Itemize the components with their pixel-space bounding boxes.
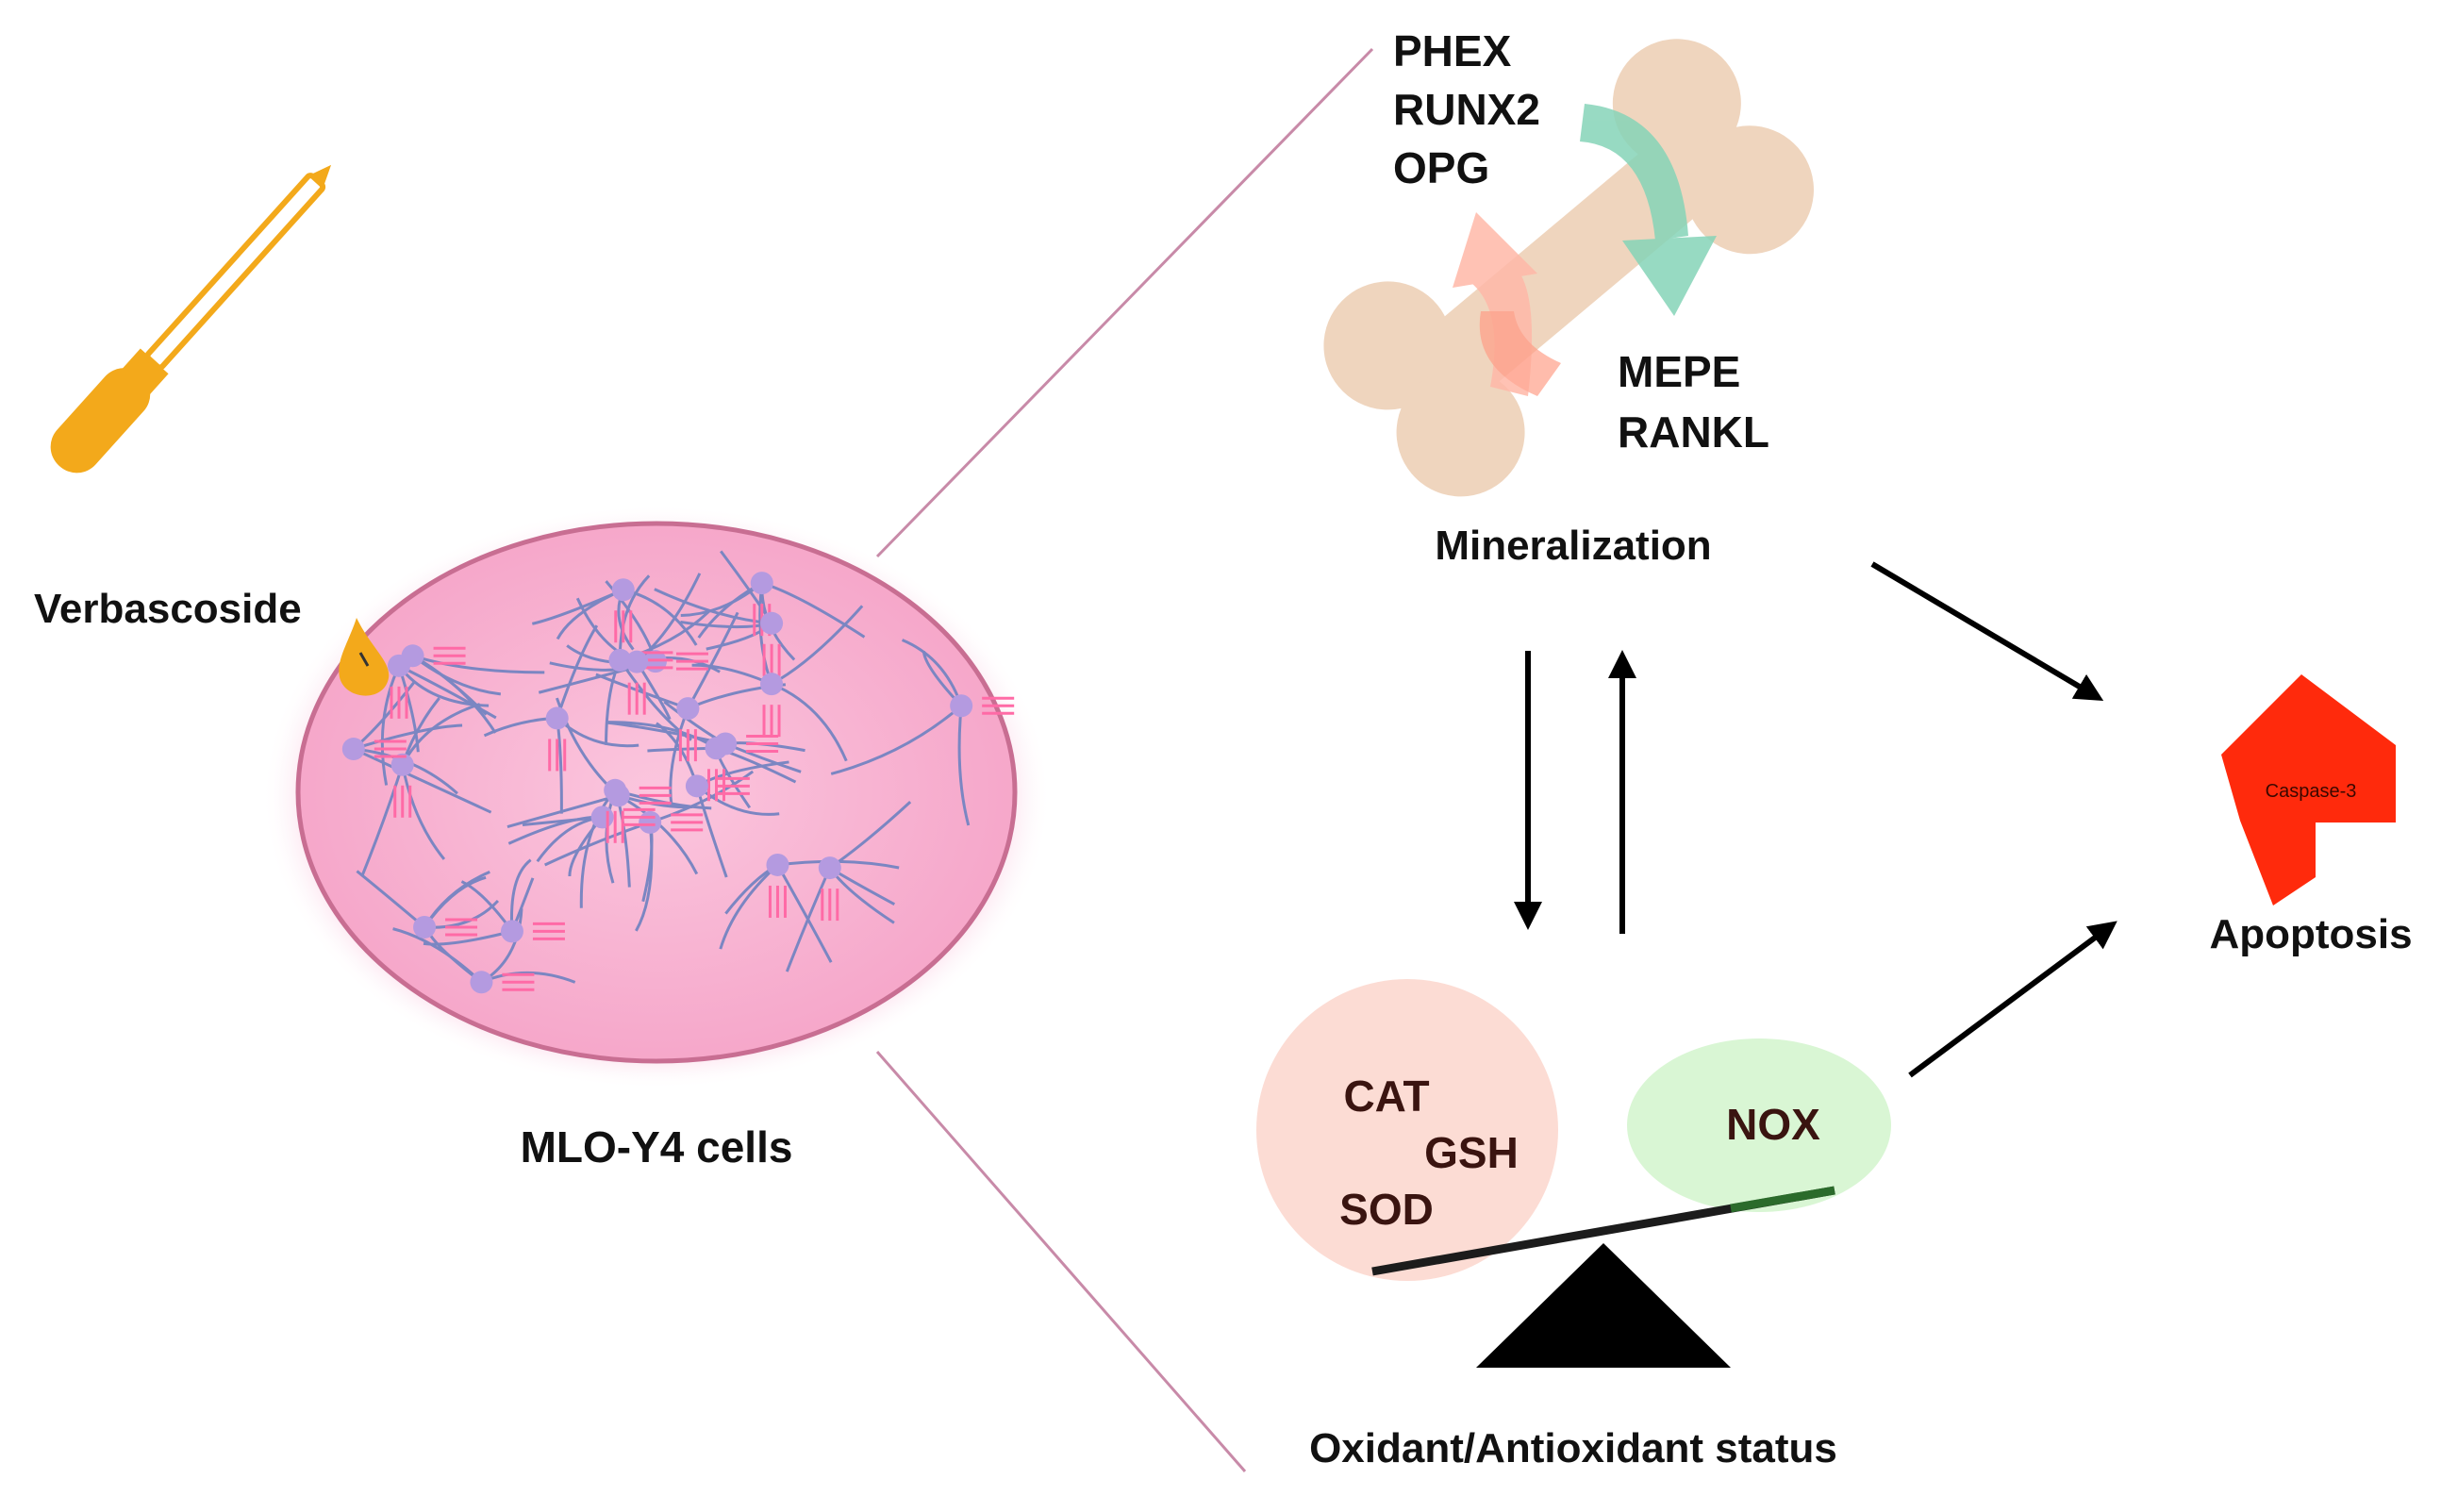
- cell-nucleus: [818, 856, 841, 880]
- cell-process: [830, 705, 963, 775]
- cell-process: [506, 793, 620, 828]
- dropper-icon: [50, 164, 332, 474]
- cell-process: [544, 821, 651, 867]
- mineralization-label: Mineralization: [1435, 523, 1711, 569]
- cell-nucleus: [639, 810, 662, 834]
- antioxidant-1: GSH: [1424, 1128, 1519, 1177]
- cell-nucleus: [950, 694, 973, 718]
- oxidant-label: NOX: [1726, 1100, 1820, 1149]
- cell-process: [380, 665, 401, 786]
- cell-process: [412, 654, 545, 674]
- cell-process: [595, 673, 689, 710]
- cell-nucleus: [470, 971, 493, 994]
- cell-nucleus: [750, 572, 773, 595]
- cell-process: [776, 864, 833, 963]
- cell-process: [957, 706, 971, 826]
- petri-dish: [262, 505, 1051, 1089]
- apoptosis-label: Apoptosis: [2209, 911, 2412, 957]
- cell-process: [687, 611, 739, 709]
- verbascoside-label: Verbascoside: [34, 586, 302, 632]
- cell-process: [531, 588, 624, 625]
- cell-nucleus: [714, 732, 738, 756]
- gene-down-0: MEPE: [1618, 347, 1740, 396]
- cell-nucleus: [413, 915, 437, 939]
- cell-process: [353, 747, 492, 814]
- cell-process: [777, 859, 900, 870]
- oxidant-circle: [1627, 1038, 1891, 1212]
- drop-mark: [358, 652, 370, 667]
- cell-nucleus: [500, 920, 523, 943]
- gene-down-1: RANKL: [1618, 407, 1769, 457]
- cell-nucleus: [760, 673, 784, 696]
- cell-process: [401, 764, 446, 860]
- cell-nucleus: [625, 650, 649, 673]
- cell-nucleus: [760, 611, 784, 635]
- balance-fulcrum: [1476, 1243, 1731, 1368]
- cell-process: [556, 624, 599, 719]
- cell-process: [617, 794, 699, 875]
- cell-nucleus: [611, 578, 635, 602]
- caspase-3-label: Caspase-3: [2266, 781, 2357, 802]
- cell-nucleus: [685, 774, 708, 798]
- gene-up-2: OPG: [1393, 143, 1489, 192]
- zoom-line-top: [875, 47, 1374, 558]
- antioxidant-circle: [1256, 979, 1558, 1281]
- cell-process: [669, 707, 689, 807]
- cell-process: [579, 789, 617, 908]
- cell-process: [635, 822, 654, 932]
- cell-nucleus: [604, 778, 627, 802]
- cell-nucleus: [766, 853, 789, 876]
- cell-nucleus: [390, 753, 414, 776]
- status-label: Oxidant/Antioxidant status: [1309, 1425, 1837, 1471]
- cell-nucleus: [608, 648, 632, 672]
- downregulation-arrow: [1580, 104, 1717, 316]
- cell-nucleus: [590, 806, 614, 829]
- antioxidant-0: CAT: [1343, 1072, 1429, 1121]
- cells-label: MLO-Y4 cells: [521, 1122, 793, 1171]
- balance-beam-tip: [1730, 1186, 1835, 1213]
- cell-process: [360, 764, 405, 876]
- cell-nucleus: [545, 706, 569, 730]
- caspase-3-shape: [2221, 674, 2396, 906]
- arrow-to-apoptosis-top: [1870, 561, 2104, 702]
- antioxidant-2: SOD: [1339, 1185, 1434, 1234]
- gene-up-0: PHEX: [1393, 26, 1512, 75]
- cell-process: [353, 723, 463, 751]
- zoom-line-bottom: [875, 1051, 1247, 1472]
- cell-nucleus: [341, 738, 365, 761]
- gene-up-1: RUNX2: [1393, 85, 1540, 134]
- cell-nucleus: [401, 644, 424, 668]
- cell-network: [341, 550, 1015, 994]
- cell-nucleus: [676, 697, 700, 721]
- arrow-to-apoptosis-bottom: [1908, 921, 2117, 1078]
- upregulation-arrow: [1453, 212, 1561, 396]
- cell-process: [771, 682, 848, 762]
- cell-process: [719, 863, 779, 950]
- cell-process: [356, 870, 426, 929]
